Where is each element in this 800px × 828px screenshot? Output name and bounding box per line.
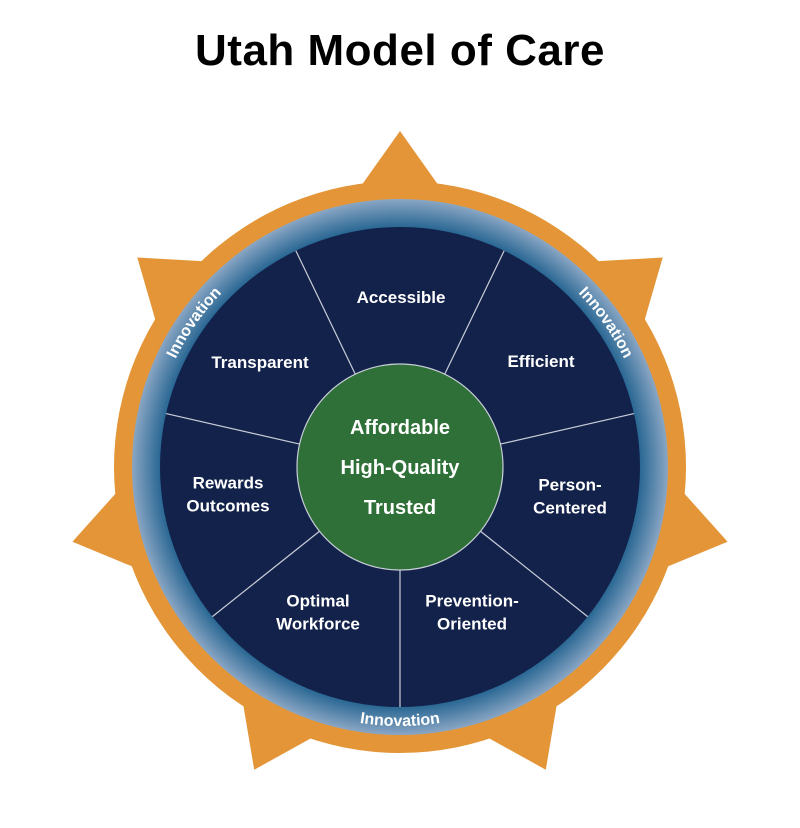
core-trusted: Trusted	[364, 497, 436, 519]
segment-divider	[444, 250, 505, 375]
segment-divider	[295, 250, 356, 375]
spike	[356, 131, 444, 193]
segment-label: Outcomes	[186, 497, 269, 516]
segment-label: Centered	[533, 499, 607, 518]
segment-divider	[211, 530, 320, 618]
diagram-title: Utah Model of Care	[195, 26, 605, 75]
segment-label: Person-	[538, 476, 601, 495]
segment-label: Workforce	[276, 615, 360, 634]
core-circle	[296, 363, 504, 571]
segment-label: Rewards	[193, 474, 264, 493]
segment-label: Transparent	[211, 353, 309, 372]
innovation-label-bottom: Innovation	[359, 710, 441, 730]
core-high-quality: High-Quality	[341, 457, 461, 479]
segment-divider	[165, 413, 300, 445]
segment-divider	[500, 413, 635, 445]
segment-divider	[480, 530, 589, 618]
segment-label: Oriented	[437, 615, 507, 634]
segment-label: Prevention-	[425, 592, 519, 611]
core-affordable: Affordable	[350, 417, 450, 439]
segment-label: Optimal	[286, 592, 349, 611]
segment-label: Efficient	[507, 352, 574, 371]
segment-label: Accessible	[357, 288, 446, 307]
